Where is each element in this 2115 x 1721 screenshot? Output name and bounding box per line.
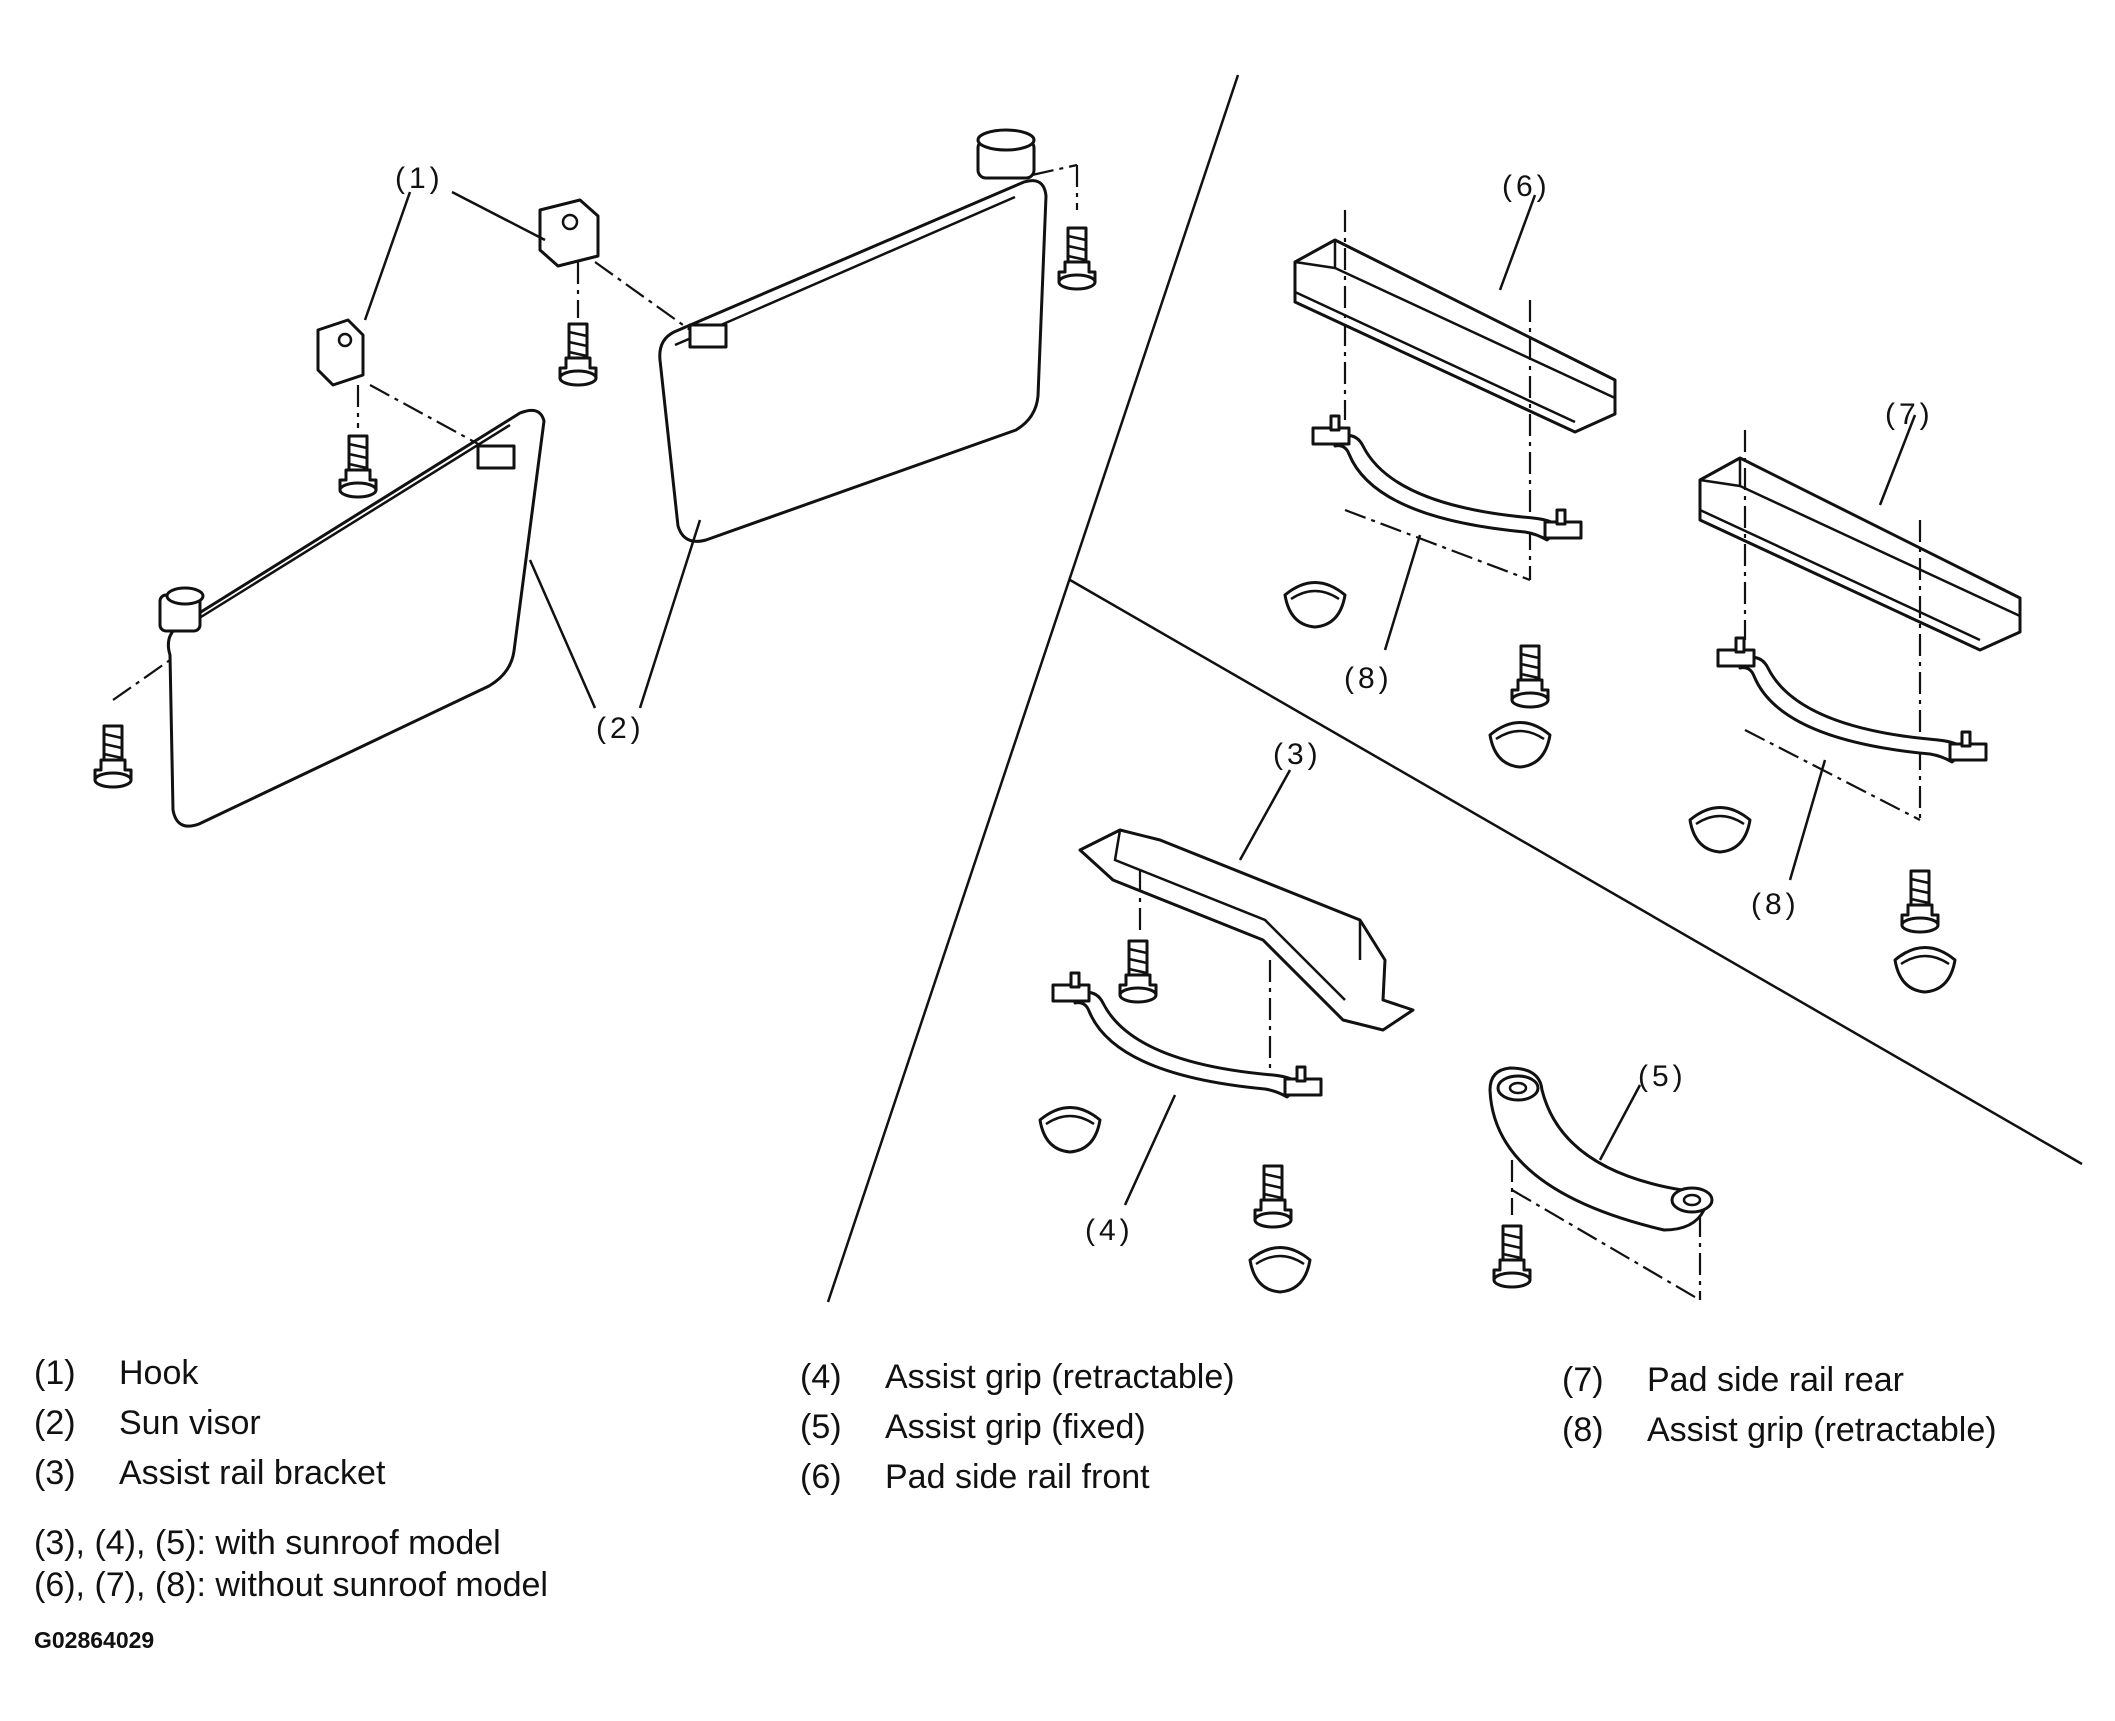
legend-label: Assist grip (fixed) [885, 1408, 1146, 1446]
legend-number: (1) [34, 1354, 76, 1392]
note-sunroof: (3), (4), (5): with sunroof model [34, 1524, 501, 1562]
cap-grip-4-b [1248, 1246, 1312, 1294]
legend-label: Hook [119, 1354, 199, 1392]
callout-2: (2) [596, 712, 645, 745]
hook-upper [538, 198, 600, 268]
figure-id: G02864029 [34, 1627, 155, 1653]
legend-item: (3) Assist rail bracket [34, 1448, 385, 1498]
legend-item: (8) Assist grip (retractable) [1562, 1405, 1997, 1455]
pad-side-rail-front [1293, 238, 1617, 434]
legend-column-1: (1) Hook (2) Sun visor (3) Assist rail brac… [34, 1348, 385, 1498]
screw-right-visor [1057, 226, 1097, 291]
legend-item: (6) Pad side rail front [800, 1452, 1235, 1502]
cap-grip-lower-a [1688, 806, 1752, 854]
screw-hook-upper [558, 322, 598, 387]
screw-grip-lower [1900, 869, 1940, 934]
legend-column-3: (7) Pad side rail rear (8) Assist grip (re… [1562, 1355, 1997, 1455]
cap-grip-4-a [1038, 1106, 1102, 1154]
screw-hook-lower [338, 434, 378, 499]
legend-item: (4) Assist grip (retractable) [800, 1352, 1235, 1402]
screw-grip-upper [1510, 644, 1550, 709]
callout-1: (1) [395, 162, 444, 195]
legend-label: Assist grip (retractable) [885, 1358, 1235, 1396]
legend-number: (7) [1562, 1361, 1604, 1399]
legend-number: (5) [800, 1408, 842, 1446]
model-notes: (3), (4), (5): with sunroof model (6), (… [34, 1522, 548, 1606]
callout-8-upper: (8) [1344, 662, 1393, 695]
pad-side-rail-rear [1698, 456, 2022, 652]
legend-label: Assist rail bracket [119, 1454, 386, 1492]
callout-8-lower: (8) [1751, 888, 1800, 921]
legend-number: (4) [800, 1358, 842, 1396]
hook-lower [316, 318, 365, 387]
legend-item: (7) Pad side rail rear [1562, 1355, 1997, 1405]
legend-number: (2) [34, 1404, 76, 1442]
assist-grip-retractable [1051, 971, 1323, 1099]
screw-bracket [1118, 939, 1158, 1004]
assist-grip-retractable-upper [1311, 414, 1583, 542]
parts-exploded-diagram: (1) (2) (6) (7) (8) (8) (3) (4) (5) [93, 74, 2083, 1303]
screw-grip-4 [1253, 1164, 1293, 1229]
callout-3: (3) [1273, 738, 1322, 771]
divider-line-vertical [826, 74, 1240, 1303]
legend-item: (1) Hook [34, 1348, 385, 1398]
cap-grip-upper-a [1283, 581, 1347, 629]
assist-grip-retractable-lower [1716, 636, 1988, 764]
legend-number: (8) [1562, 1411, 1604, 1449]
divider-line-diagonal [1069, 578, 2083, 1166]
cap-grip-lower-b [1893, 946, 1957, 994]
legend-number: (6) [800, 1458, 842, 1496]
assist-grip-fixed [1488, 1066, 1714, 1232]
legend-column-2: (4) Assist grip (retractable) (5) Assist g… [800, 1352, 1235, 1502]
callout-6: (6) [1502, 170, 1551, 203]
callout-5: (5) [1638, 1060, 1687, 1093]
legend-item: (2) Sun visor [34, 1398, 385, 1448]
legend-number: (3) [34, 1454, 76, 1492]
cap-grip-upper-b [1488, 721, 1552, 769]
legend-label: Sun visor [119, 1404, 261, 1442]
note-no-sunroof: (6), (7), (8): without sunroof model [34, 1566, 548, 1604]
legend-item: (5) Assist grip (fixed) [800, 1402, 1235, 1452]
assist-rail-bracket [1078, 828, 1415, 1032]
legend-label: Assist grip (retractable) [1647, 1411, 1997, 1449]
screw-grip-fixed [1492, 1224, 1532, 1289]
callout-7: (7) [1885, 398, 1934, 431]
legend-label: Pad side rail front [885, 1458, 1150, 1496]
legend-label: Pad side rail rear [1647, 1361, 1905, 1399]
callout-4: (4) [1085, 1214, 1134, 1247]
sun-visor-right [658, 128, 1048, 543]
screw-left-visor [93, 724, 133, 789]
sun-visor-left [158, 408, 546, 828]
